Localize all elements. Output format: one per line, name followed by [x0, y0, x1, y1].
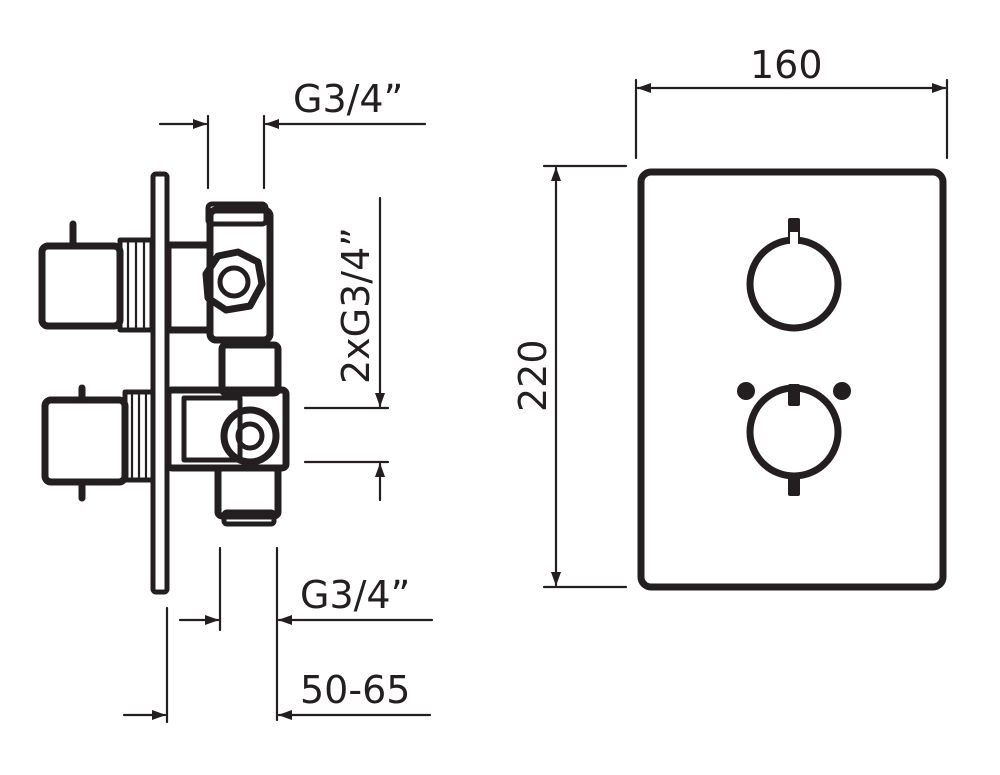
width-dimension: 160 [634, 43, 949, 160]
width-label: 160 [750, 43, 823, 87]
top-connection-label: G3/4” [293, 77, 403, 121]
cold-indicator-dot [737, 382, 755, 400]
cover-plate [637, 168, 947, 591]
upper-knob [746, 218, 842, 332]
side-view: G3/4” 2xG3/4” G3/4” 50-65 [38, 77, 434, 724]
upper-valve-body [164, 201, 274, 344]
hot-indicator-dot [833, 382, 851, 400]
outlet-dimension: 2xG3/4” [303, 196, 390, 502]
lower-knob [737, 382, 851, 496]
depth-dimension: 50-65 [122, 606, 432, 724]
front-view: 160 220 [511, 43, 949, 591]
wall-plate [150, 171, 170, 595]
bottom-connection-dimension: G3/4” [178, 546, 434, 722]
depth-label: 50-65 [300, 668, 410, 712]
outlet-label: 2xG3/4” [334, 227, 378, 384]
height-dimension: 220 [511, 164, 628, 589]
bottom-connection-label: G3/4” [300, 573, 410, 617]
height-label: 220 [511, 339, 555, 412]
lower-valve-body [164, 341, 290, 527]
top-connection-dimension: G3/4” [158, 77, 427, 190]
lower-handle [41, 384, 156, 502]
upper-handle [38, 220, 155, 333]
